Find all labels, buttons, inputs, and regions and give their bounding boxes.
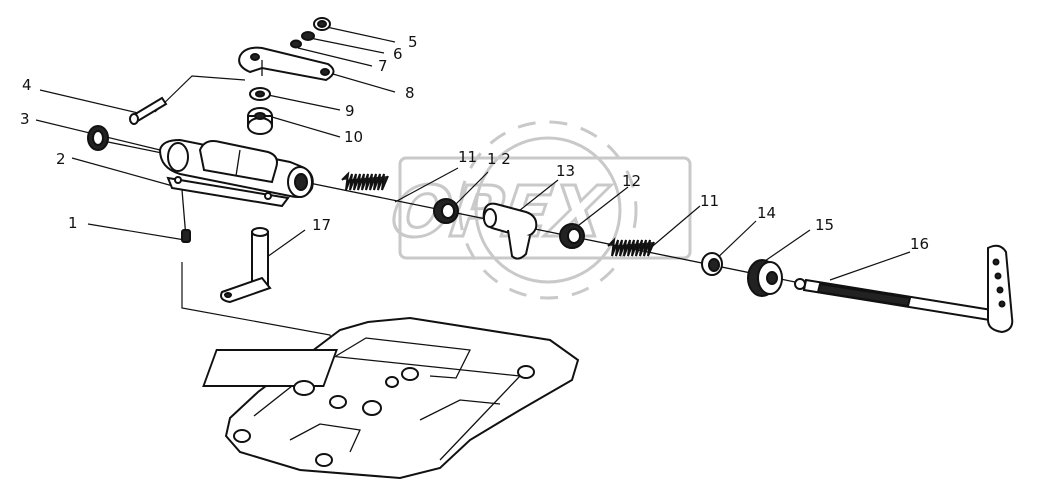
spring-part-11-left: [341, 171, 389, 191]
valve-body-part-2: [158, 138, 314, 208]
roller-part-15: [747, 259, 783, 297]
crank-part-17: [220, 227, 272, 304]
piston-part-13: [482, 202, 538, 260]
callout-3: 3: [20, 110, 30, 128]
callout-15: 15: [815, 216, 834, 234]
callout-13: 13: [556, 162, 575, 180]
callout-2: 2: [56, 150, 66, 168]
pin-part-4: [129, 96, 168, 125]
rod-part-16: [794, 244, 1014, 334]
callout-5: 5: [408, 33, 418, 51]
callout-8: 8: [405, 84, 415, 102]
callout-11-left: 11: [458, 148, 477, 166]
nut-part-14: [701, 252, 723, 276]
callout-17: 17: [312, 216, 331, 234]
washer-part-6: [301, 31, 315, 41]
washer-part-9: [249, 87, 271, 101]
callout-6: 6: [393, 45, 403, 63]
housing-cover: [202, 316, 580, 480]
callout-1: 1: [68, 214, 78, 232]
callout-7: 7: [378, 57, 388, 75]
callout-10: 10: [344, 128, 363, 146]
callout-16: 16: [910, 235, 929, 253]
bushing-part-10: [247, 107, 273, 135]
callout-4: 4: [22, 76, 32, 94]
callout-12-left: 1 2: [487, 150, 511, 168]
washer-part-7: [290, 39, 302, 49]
callout-11-right: 11: [700, 192, 719, 210]
callout-14: 14: [757, 204, 776, 222]
seal-part-3: [87, 125, 109, 151]
washer-part-12-right: [559, 223, 585, 249]
pin-part-1: [181, 189, 191, 243]
watermark-logo: OPEX: [385, 120, 692, 300]
washer-part-12-left: [433, 198, 459, 224]
callout-12-right: 12: [622, 172, 641, 190]
callout-9: 9: [345, 102, 355, 120]
nut-part-5: [313, 17, 331, 31]
lever-part-8: [238, 46, 335, 82]
callout-labels: 1 2 3 4 5 6 7 8 9 10 11 1 2 13 12 11 14 …: [20, 33, 929, 253]
spring-part-11-right: [607, 237, 655, 257]
